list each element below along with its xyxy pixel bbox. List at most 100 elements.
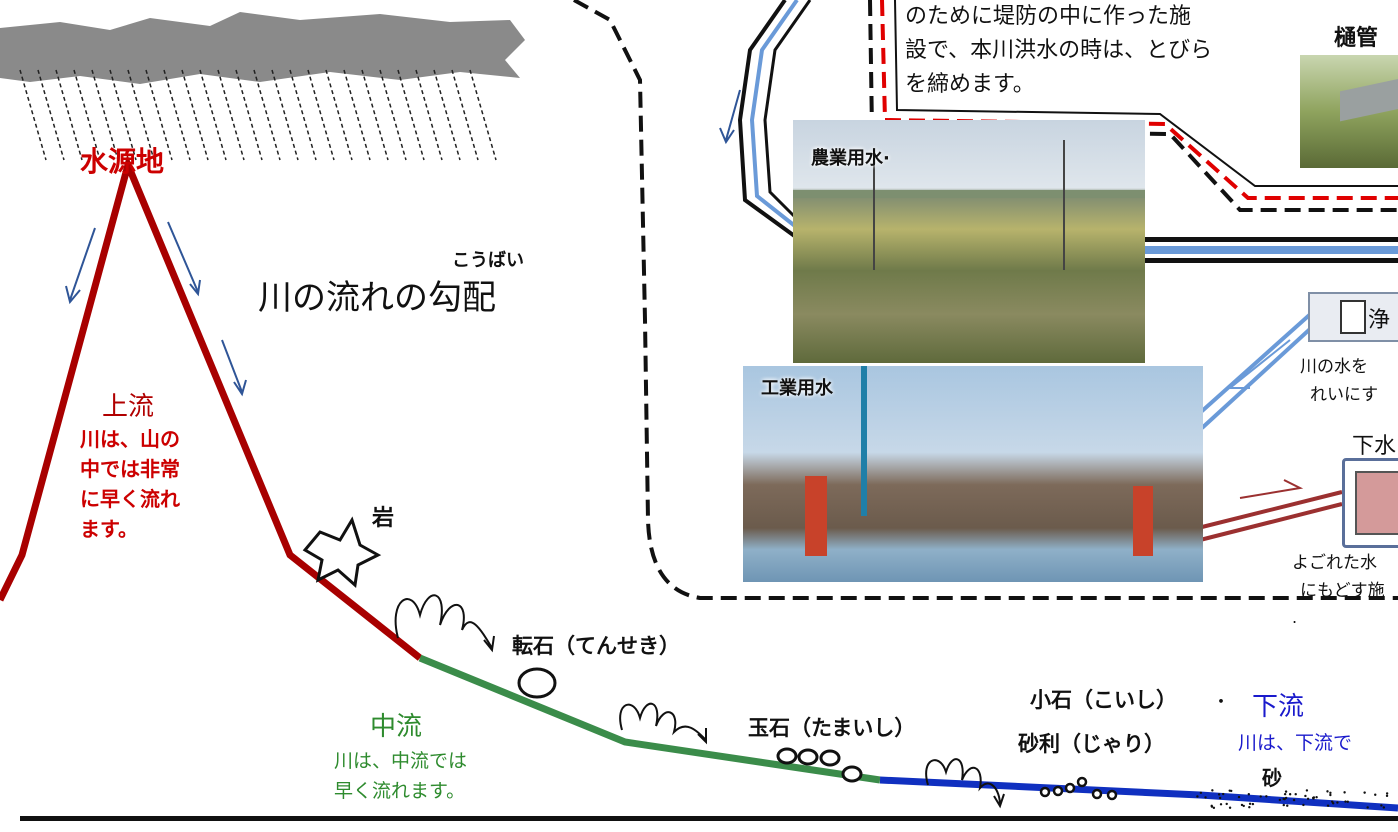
sand-dot (1240, 803, 1244, 807)
sand-dot (1283, 792, 1287, 796)
source-label: 水源地 (80, 145, 165, 178)
upstream-description: 川は、山の 中では非常 に早く流れ ます。 (80, 424, 180, 544)
title-ruby: こうばい (452, 250, 524, 271)
tenseki-stone (517, 667, 557, 699)
sand-dot (1326, 804, 1330, 807)
rain-line (397, 69, 425, 161)
rain-line (235, 69, 263, 161)
sand-dot (1288, 793, 1292, 796)
channel-flow-arrow (719, 89, 741, 145)
sand-dot (1222, 792, 1225, 796)
sand-dot (1315, 796, 1318, 799)
sand-dot (1212, 806, 1216, 810)
sand-dot (1374, 793, 1377, 796)
sand-dot (1306, 797, 1310, 800)
rain-line (73, 69, 101, 161)
sand-dot (1225, 802, 1228, 806)
rain-line (55, 69, 83, 161)
rain-line (415, 69, 443, 161)
purify-label: 浄 (1368, 308, 1391, 333)
rain-cloud (0, 12, 525, 84)
sand-dot (1385, 792, 1389, 795)
photo-agricultural-water: 農業用水· (793, 120, 1145, 363)
sewage-arrow (1239, 479, 1304, 499)
sand-dot (1204, 796, 1207, 799)
sewage-desc-2: にもどす施 (1300, 581, 1385, 601)
rain-line (361, 69, 389, 161)
river-channel-inner (749, 0, 802, 232)
sand-dot (1211, 789, 1214, 792)
rain-line (289, 69, 317, 161)
sand-dot (1294, 793, 1297, 796)
upstream-desc-3: に早く流れ (80, 487, 180, 511)
sand-dot (1346, 800, 1349, 803)
midstream-desc-1: 川は、中流では (334, 750, 468, 772)
rain-line (199, 69, 227, 161)
sand-dot (1251, 802, 1255, 806)
sand-dot (1292, 798, 1296, 802)
sand-dot (1217, 793, 1221, 796)
purify-pipe (1190, 308, 1317, 422)
suna-label: 砂 (1262, 766, 1282, 790)
tamaishi-label: 玉石（たまいし） (748, 716, 916, 740)
purification-facility: 浄 (1308, 292, 1398, 342)
sand-dot (1248, 806, 1251, 809)
sand-dot (1305, 789, 1309, 792)
midstream-profile (418, 654, 881, 784)
levee-line-black (868, 0, 1398, 212)
sand-dot (1282, 797, 1285, 801)
industrial-water-label: 工業用水 (761, 378, 833, 399)
rain-lines (19, 69, 497, 161)
rain-line (325, 69, 353, 161)
sand-dot (1242, 804, 1245, 808)
river-channel-outer (737, 0, 802, 242)
rain-line (109, 69, 137, 161)
sand-dot (1248, 802, 1252, 805)
sand-dot (1286, 804, 1289, 807)
rain-line (433, 69, 461, 161)
downstream-profile (879, 776, 1398, 812)
photo-hikan (1300, 55, 1398, 168)
sand-dot (1329, 793, 1332, 797)
rain-line (217, 69, 245, 161)
sand-dot (1278, 798, 1282, 802)
purify-desc-1: 川の水を (1300, 357, 1368, 377)
sand-dot (1329, 791, 1332, 795)
hikan-desc-line-2: 設で、本川洪水の時は、とびら (905, 38, 1213, 63)
sand-dot (1219, 803, 1223, 806)
tenseki-label: 転石（てんせき） (512, 634, 680, 658)
sewage-pipe (1197, 490, 1343, 530)
rain-line (379, 69, 407, 161)
sand-dot (1336, 801, 1339, 804)
sand-dot (1363, 791, 1366, 794)
rain-line (307, 69, 335, 161)
sand-dot (1382, 806, 1386, 809)
midstream-label: 中流 (370, 712, 423, 742)
hikan-label: 樋管 (1334, 26, 1379, 51)
agri-water-label: 農業用水· (811, 148, 890, 169)
levee-line-red (880, 0, 1398, 200)
sewage-pipe2 (1199, 502, 1343, 542)
sand-dot (1326, 790, 1329, 793)
purify-arrow (1227, 339, 1291, 389)
upstream-desc-1: 川は、山の (80, 427, 180, 451)
sand-dot (1343, 791, 1346, 794)
rain-line (163, 69, 191, 161)
sand-dot (1199, 791, 1203, 794)
levee-line-thin (894, 0, 1398, 187)
rain-line (181, 69, 209, 161)
sand-dot (1259, 795, 1262, 798)
upstream-label: 上流 (102, 392, 155, 422)
purify-pipe2 (1200, 316, 1324, 430)
rain-line (37, 69, 65, 161)
sand-dot (1344, 800, 1347, 803)
small-dot: . (1292, 608, 1298, 627)
upstream-desc-2: 中では非常 (80, 457, 180, 481)
sand-dot (1284, 796, 1288, 800)
sand-dot (1284, 790, 1288, 793)
sand-dot (1312, 797, 1315, 800)
sand-dot (1366, 806, 1369, 809)
rain-line (343, 69, 371, 161)
sand-dot (1265, 795, 1268, 798)
pipe-black (1130, 237, 1398, 242)
